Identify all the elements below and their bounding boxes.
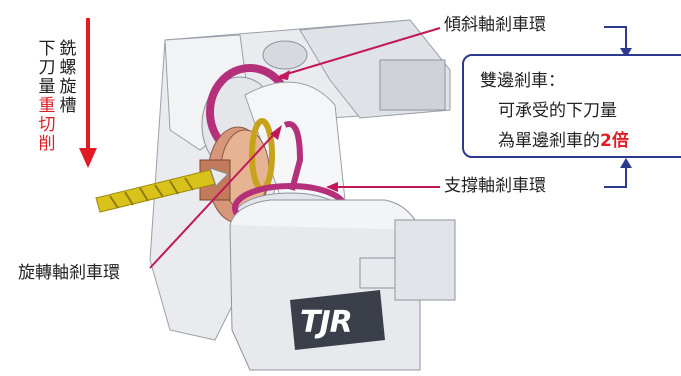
tjr-logo: TJR bbox=[300, 305, 353, 340]
label-support-axis-brake: 支撐軸剎車環 bbox=[444, 176, 546, 196]
callout-line-3: 為單邊剎車的2倍 bbox=[498, 126, 629, 151]
callout-line-2: 可承受的下刀量 bbox=[498, 101, 617, 121]
label-cut-amount: 下刀量 bbox=[38, 39, 56, 97]
label-helical-milling: 銑螺旋槽 bbox=[59, 39, 77, 116]
callout-line-3-pre: 為單邊剎車的 bbox=[498, 131, 600, 151]
callout-multiplier: 2 bbox=[600, 131, 612, 151]
label-tilt-axis-brake: 傾斜軸剎車環 bbox=[444, 15, 546, 35]
label-heavy-cutting: 重切削 bbox=[38, 96, 56, 154]
label-rotary-axis-brake: 旋轉軸剎車環 bbox=[18, 263, 120, 283]
callout-line-3-post: 倍 bbox=[611, 131, 629, 151]
callout-title: 雙邊剎車： bbox=[480, 71, 565, 91]
dual-brake-callout: 雙邊剎車： 可承受的下刀量 為單邊剎車的2倍 bbox=[462, 54, 681, 158]
